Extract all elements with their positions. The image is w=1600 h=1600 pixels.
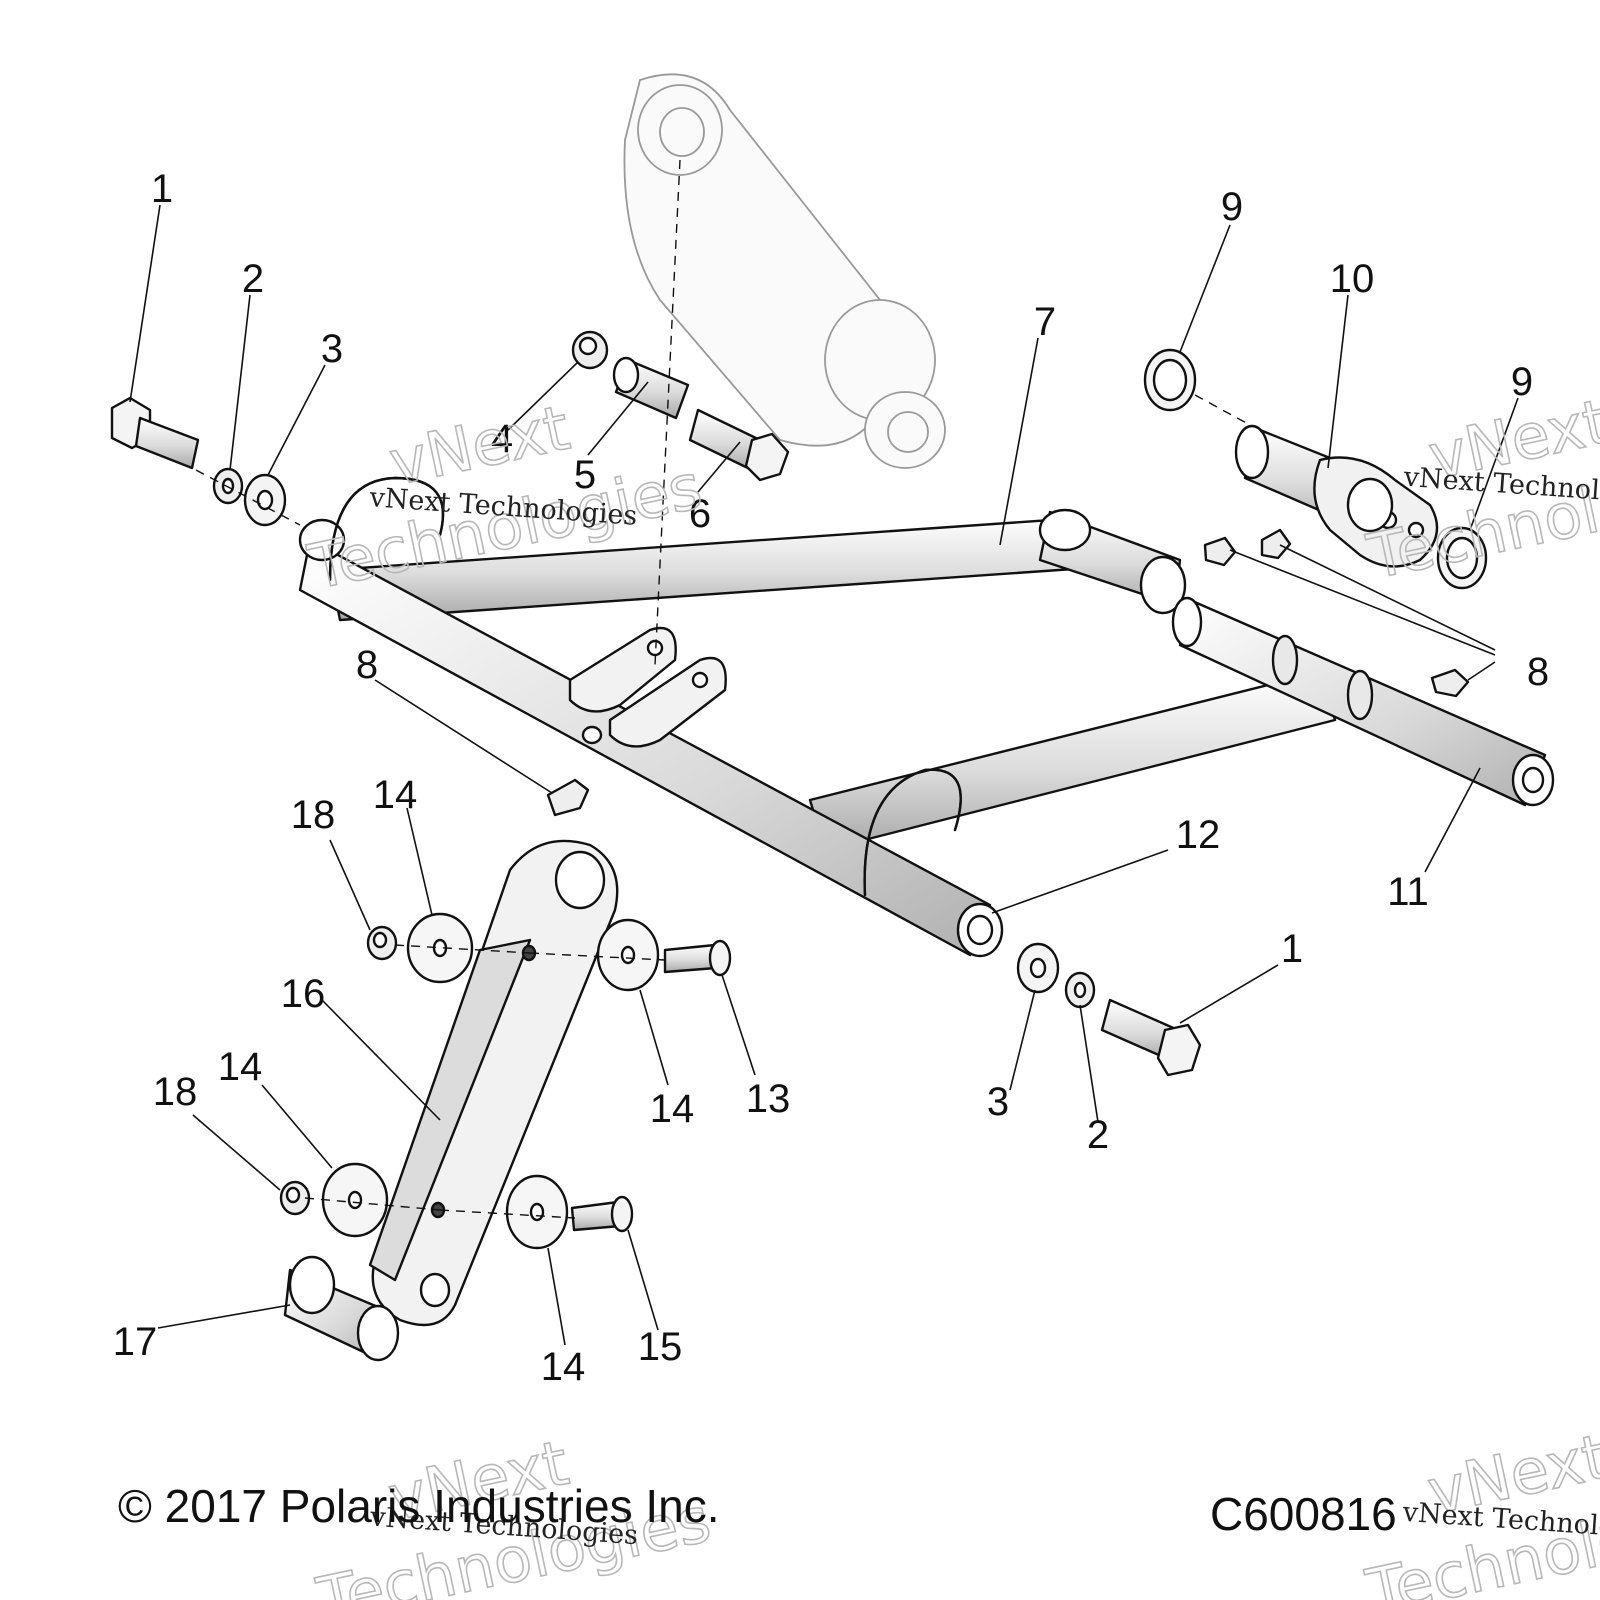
callout-4: 4 (491, 417, 513, 461)
nut-18-a (366, 925, 398, 961)
callout-17: 17 (113, 1320, 158, 1364)
callout-18-bottom: 18 (153, 1070, 198, 1114)
washer-14-c (321, 1162, 389, 1238)
callout-11: 11 (1387, 870, 1429, 914)
washer-14-b (596, 918, 660, 992)
callout-5: 5 (574, 453, 596, 497)
swing-arm-assembly (298, 476, 1555, 958)
callout-13: 13 (746, 1077, 791, 1121)
lock-washer-2-right (1064, 971, 1096, 1009)
bolt-1-left (110, 396, 200, 470)
spacer-17 (283, 1255, 400, 1362)
lock-washer-2-left (212, 467, 244, 505)
grease-fitting-8-right (1430, 668, 1470, 698)
callout-8-right: 8 (1527, 650, 1549, 694)
callout-9-top: 9 (1221, 185, 1243, 229)
washer-3-right (1016, 942, 1060, 994)
callout-16: 16 (281, 972, 326, 1016)
callout-14-d: 14 (541, 1345, 586, 1389)
figure-code: C600816 (1210, 1488, 1397, 1540)
bolt-6 (688, 408, 790, 482)
callout-7: 7 (1034, 300, 1056, 344)
spacer-5 (612, 356, 690, 420)
grease-fitting-8-left (546, 778, 590, 817)
callout-14-a: 14 (373, 773, 418, 817)
callout-15: 15 (638, 1325, 683, 1369)
nut-18-b (279, 1180, 311, 1216)
callout-14-b: 14 (650, 1087, 695, 1131)
link-arm-16 (368, 839, 619, 1327)
grease-fitting-8-top (1203, 536, 1237, 567)
callout-6: 6 (689, 492, 711, 536)
washer-14-a (406, 912, 474, 984)
washer-3-left (243, 473, 287, 527)
callout-9-right: 9 (1511, 360, 1533, 404)
callout-10: 10 (1330, 257, 1375, 301)
leader-lines (129, 204, 1519, 1346)
callout-1: 1 (151, 167, 173, 211)
callout-2: 2 (242, 257, 264, 301)
bolt-1-right (1100, 998, 1202, 1077)
bolt-13 (663, 939, 732, 977)
copyright-text: © 2017 Polaris Industries Inc. (118, 1480, 720, 1532)
washer-14-d (505, 1174, 569, 1250)
grease-fitting-8-top2 (1260, 528, 1292, 560)
callout-8-left: 8 (356, 643, 378, 687)
washer-9-top (1143, 348, 1197, 412)
shock-absorber-ghost (623, 73, 946, 469)
callout-1-right: 1 (1281, 927, 1303, 971)
callout-18-top: 18 (291, 793, 336, 837)
nut-4 (571, 330, 609, 370)
callout-3-right: 3 (987, 1080, 1009, 1124)
adjuster-10 (1234, 424, 1439, 568)
callout-12: 12 (1176, 813, 1221, 857)
callout-labels: 1 2 3 4 5 6 7 8 8 9 9 10 11 12 1 3 2 18 … (113, 167, 1549, 1389)
callout-14-c: 14 (218, 1045, 263, 1089)
callout-2-right: 2 (1087, 1113, 1109, 1157)
washer-9-right (1436, 526, 1488, 590)
callout-3: 3 (321, 327, 343, 371)
bolt-15 (570, 1195, 634, 1233)
